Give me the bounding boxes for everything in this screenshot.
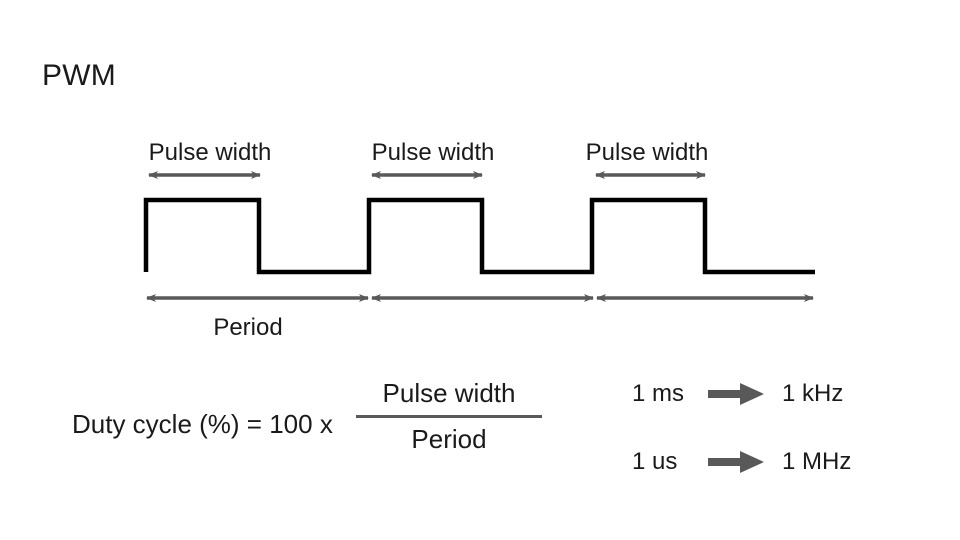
right-block-arrow-icon-2: [708, 451, 764, 473]
fraction-bar: [356, 415, 542, 418]
square-wave-trace: [143, 197, 815, 275]
right-block-arrow-icon-1: [708, 383, 764, 405]
pulse-width-label-2: Pulse width: [371, 139, 495, 166]
pulse-width-label-1: Pulse width: [148, 139, 272, 166]
conversion-from-1: 1 ms: [632, 380, 685, 407]
conversion-row-2: 1 us 1 MHz: [632, 447, 851, 477]
period-label-1: Period: [213, 314, 283, 341]
duty-cycle-fraction: Pulse width Period: [356, 376, 542, 456]
duty-cycle-formula-lead: Duty cycle (%) = 100 x: [72, 409, 333, 439]
pulse-width-label-3: Pulse width: [585, 139, 709, 166]
conversion-to-1: 1 kHz: [782, 380, 844, 407]
page-title: PWM: [42, 59, 116, 92]
conversion-row-1: 1 ms 1 kHz: [632, 379, 843, 409]
fraction-denominator: Period: [411, 424, 487, 454]
fraction-numerator: Pulse width: [382, 378, 516, 408]
conversion-to-2: 1 MHz: [782, 448, 852, 475]
conversion-from-2: 1 us: [632, 448, 678, 475]
